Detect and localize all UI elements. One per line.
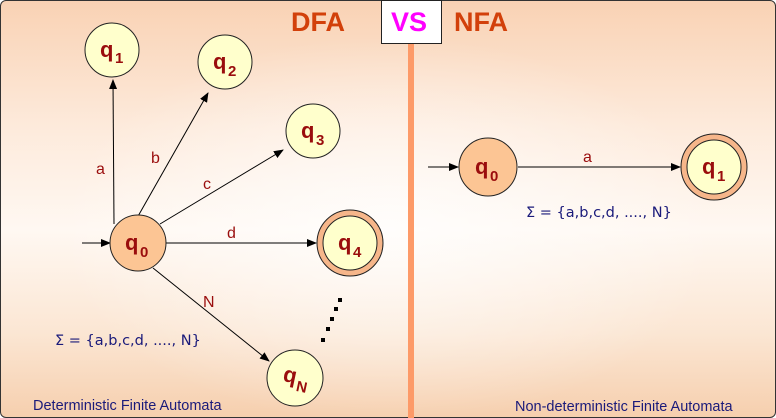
dfa-edge-a xyxy=(109,79,118,225)
more-states-dots xyxy=(321,298,342,342)
dfa-edges xyxy=(82,79,317,362)
nfa-edge-label-a: a xyxy=(583,149,592,166)
dfa-state-q1-label: q xyxy=(100,37,113,62)
nfa-caption: Non-deterministic Finite Automata xyxy=(515,399,734,415)
dfa-state-q2-sub: 2 xyxy=(228,63,236,80)
dfa-state-qN-label: q xyxy=(281,361,299,388)
dfa-title: DFA xyxy=(291,7,345,37)
nfa-title: NFA xyxy=(454,7,508,37)
nfa-state-q1-label: q xyxy=(702,154,715,179)
dfa-edge-label-b: b xyxy=(151,150,160,167)
dfa-alphabet: Σ = {a,b,c,d, ...., N} xyxy=(55,333,201,349)
nfa-state-q1-sub: 1 xyxy=(717,168,725,185)
nfa-state-q0-label: q xyxy=(475,154,488,179)
dfa-state-q0-sub: 0 xyxy=(140,244,148,261)
dfa-state-q1: q 1 xyxy=(84,22,140,78)
dfa-state-q2-label: q xyxy=(213,49,226,74)
dfa-edge-n xyxy=(152,267,270,362)
divider-line xyxy=(408,44,414,418)
dfa-state-q0: q 0 xyxy=(109,214,167,272)
dfa-state-q4-label: q xyxy=(338,230,351,255)
dfa-edge-label-d: d xyxy=(227,225,236,242)
nfa-state-q0: q 0 xyxy=(458,137,518,197)
dfa-edge-label-a: a xyxy=(96,161,105,178)
dfa-state-qN-sub: N xyxy=(295,378,309,397)
nfa-state-q1: q 1 xyxy=(680,133,748,201)
dfa-state-q4: q 4 xyxy=(316,209,384,277)
dfa-edge-label-n: N xyxy=(203,294,215,311)
dfa-state-q3-label: q xyxy=(301,118,314,143)
nfa-state-q0-sub: 0 xyxy=(490,168,498,185)
dfa-state-qN: q N xyxy=(266,349,324,407)
dfa-state-q3: q 3 xyxy=(285,103,341,159)
dfa-caption: Deterministic Finite Automata xyxy=(33,398,223,414)
vs-label: VS xyxy=(391,7,427,37)
dfa-state-q0-label: q xyxy=(125,230,138,255)
dfa-state-q1-sub: 1 xyxy=(115,50,123,67)
dfa-state-q3-sub: 3 xyxy=(316,132,324,149)
dfa-state-q2: q 2 xyxy=(197,34,253,90)
dfa-state-q4-sub: 4 xyxy=(353,244,362,261)
dfa-edge-b xyxy=(136,92,209,219)
dfa-edge-label-c: c xyxy=(203,176,211,193)
nfa-alphabet: Σ = {a,b,c,d, ...., N} xyxy=(526,205,672,221)
vs-box xyxy=(381,0,442,44)
dfa-edge-c xyxy=(159,149,284,225)
